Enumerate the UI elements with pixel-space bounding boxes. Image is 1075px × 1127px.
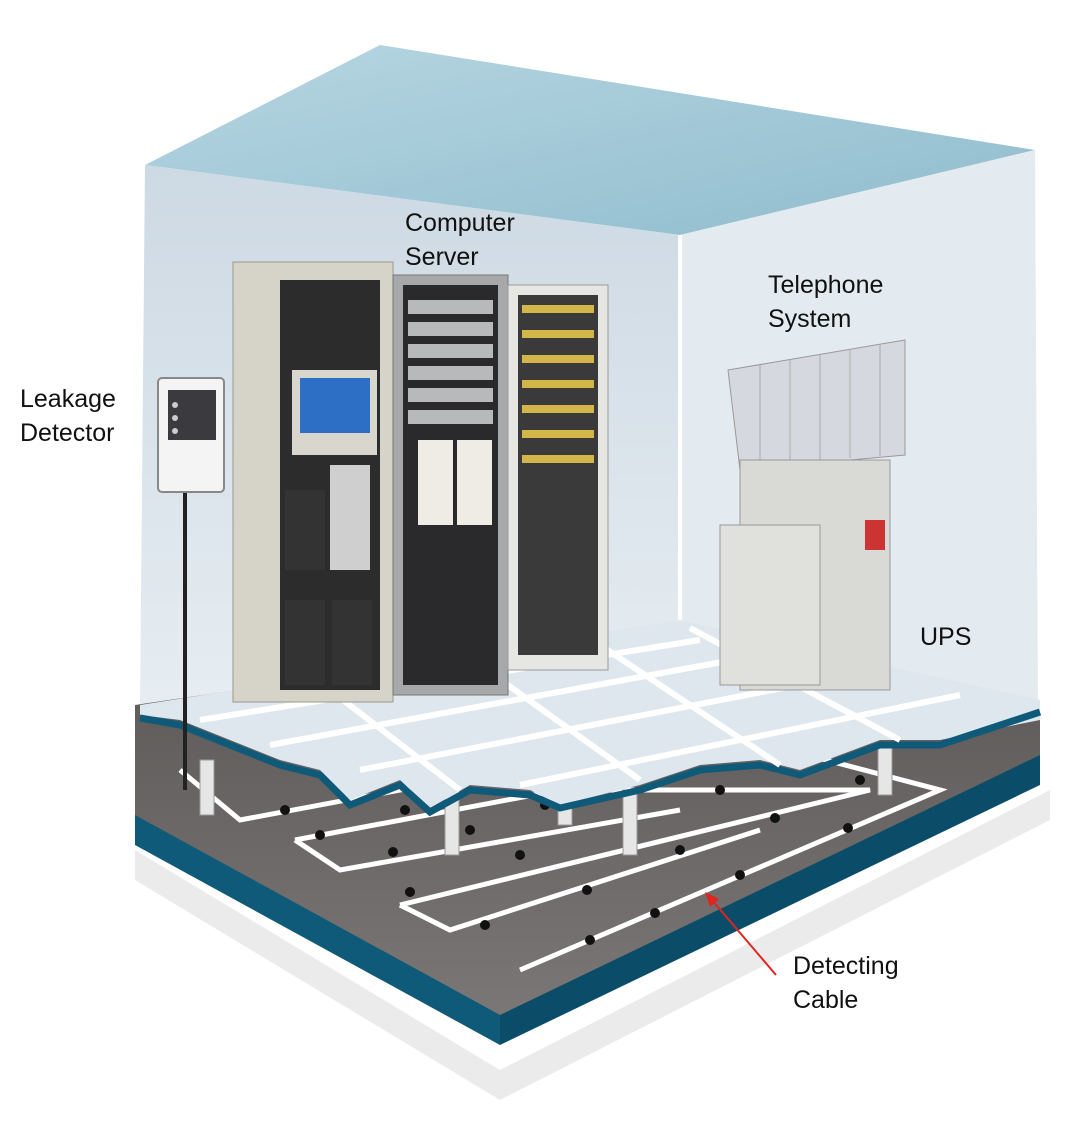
label-leakage-detector: Leakage Detector (20, 382, 116, 450)
ceiling (145, 45, 1035, 235)
label-line: Cable (793, 986, 859, 1014)
label-detecting-cable: Detecting Cable (793, 949, 899, 1017)
ups-device (719, 459, 891, 691)
label-line: Server (405, 243, 479, 271)
slab-edge-right (500, 755, 1040, 1045)
label-line: Detector (20, 419, 115, 447)
label-line: Computer (405, 209, 515, 237)
label-telephone-system: Telephone System (768, 268, 883, 336)
label-computer-server: Computer Server (405, 206, 515, 274)
label-line: Leakage (20, 385, 116, 413)
label-line: System (768, 305, 852, 333)
raised-floor-edge (139, 708, 1042, 817)
leakage-detector-device (157, 377, 225, 790)
floor-shadow (135, 790, 1050, 1100)
detecting-cable-pointer-arrow (705, 892, 777, 976)
slab-edge-left (135, 815, 500, 1045)
label-ups: UPS (920, 623, 972, 651)
label-line: Telephone (768, 271, 884, 299)
telephone-system-device (727, 339, 906, 471)
label-line: Detecting (793, 952, 899, 980)
server-racks (232, 261, 609, 703)
